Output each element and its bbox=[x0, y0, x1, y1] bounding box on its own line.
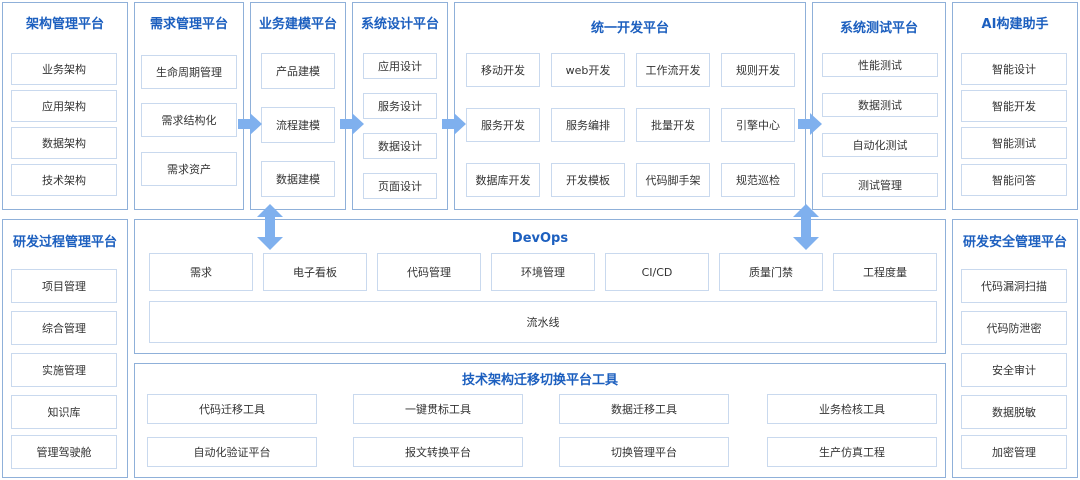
devops-item-code[interactable]: 代码管理 bbox=[377, 253, 481, 291]
biz-item-process[interactable]: 流程建模 bbox=[261, 107, 335, 143]
security-item-leak[interactable]: 代码防泄密 bbox=[961, 311, 1067, 345]
arch-item-business[interactable]: 业务架构 bbox=[11, 53, 117, 85]
arch-title: 架构管理平台 bbox=[25, 17, 104, 32]
test-title: 系统测试平台 bbox=[839, 21, 918, 36]
ai-title: AI构建助手 bbox=[981, 17, 1049, 32]
devops-item-cicd[interactable]: CI/CD bbox=[605, 253, 709, 291]
devops-item-metrics[interactable]: 工程度量 bbox=[833, 253, 937, 291]
dev-item-template[interactable]: 开发模板 bbox=[551, 163, 625, 197]
arrow-right-icon bbox=[340, 113, 364, 135]
dev-item-service[interactable]: 服务开发 bbox=[466, 108, 540, 142]
arch-panel: 架构管理平台 业务架构 应用架构 数据架构 技术架构 bbox=[2, 2, 128, 210]
migration-item-switch[interactable]: 切换管理平台 bbox=[559, 437, 729, 467]
migration-item-code[interactable]: 代码迁移工具 bbox=[147, 394, 317, 424]
sysdesign-item-data[interactable]: 数据设计 bbox=[363, 133, 437, 159]
migration-item-simulation[interactable]: 生产仿真工程 bbox=[767, 437, 937, 467]
sysdesign-item-app[interactable]: 应用设计 bbox=[363, 53, 437, 79]
dev-item-orchestration[interactable]: 服务编排 bbox=[551, 108, 625, 142]
req-panel: 需求管理平台 生命周期管理 需求结构化 需求资产 bbox=[134, 2, 244, 210]
dev-item-mobile[interactable]: 移动开发 bbox=[466, 53, 540, 87]
arrow-right-icon bbox=[442, 113, 466, 135]
dev-title: 统一开发平台 bbox=[590, 21, 669, 36]
dev-item-rule[interactable]: 规则开发 bbox=[721, 53, 795, 87]
migration-item-data[interactable]: 数据迁移工具 bbox=[559, 394, 729, 424]
sysdesign-title: 系统设计平台 bbox=[360, 17, 439, 32]
security-title: 研发安全管理平台 bbox=[962, 235, 1067, 250]
arch-item-tech[interactable]: 技术架构 bbox=[11, 164, 117, 196]
migration-item-standard[interactable]: 一键贯标工具 bbox=[353, 394, 523, 424]
biz-panel: 业务建模平台 产品建模 流程建模 数据建模 bbox=[250, 2, 346, 210]
security-item-encryption[interactable]: 加密管理 bbox=[961, 435, 1067, 469]
dev-item-batch[interactable]: 批量开发 bbox=[636, 108, 710, 142]
double-arrow-vertical-icon bbox=[793, 204, 819, 250]
ai-item-design[interactable]: 智能设计 bbox=[961, 53, 1067, 85]
biz-item-product[interactable]: 产品建模 bbox=[261, 53, 335, 89]
process-panel: 研发过程管理平台 项目管理 综合管理 实施管理 知识库 管理驾驶舱 bbox=[2, 219, 128, 478]
arch-item-data[interactable]: 数据架构 bbox=[11, 127, 117, 159]
devops-pipeline[interactable]: 流水线 bbox=[149, 301, 937, 343]
double-arrow-vertical-icon bbox=[257, 204, 283, 250]
req-title: 需求管理平台 bbox=[149, 17, 228, 32]
process-item-general[interactable]: 综合管理 bbox=[11, 311, 117, 345]
biz-title: 业务建模平台 bbox=[258, 17, 337, 32]
sysdesign-item-page[interactable]: 页面设计 bbox=[363, 173, 437, 199]
devops-item-kanban[interactable]: 电子看板 bbox=[263, 253, 367, 291]
req-item-lifecycle[interactable]: 生命周期管理 bbox=[141, 55, 237, 89]
dev-item-workflow[interactable]: 工作流开发 bbox=[636, 53, 710, 87]
arrow-right-icon bbox=[798, 113, 822, 135]
devops-item-environment[interactable]: 环境管理 bbox=[491, 253, 595, 291]
dev-item-engine[interactable]: 引擎中心 bbox=[721, 108, 795, 142]
security-item-masking[interactable]: 数据脱敏 bbox=[961, 395, 1067, 429]
migration-panel: 技术架构迁移切换平台工具 代码迁移工具 一键贯标工具 数据迁移工具 业务检核工具… bbox=[134, 363, 946, 478]
biz-item-data[interactable]: 数据建模 bbox=[261, 161, 335, 197]
req-item-assets[interactable]: 需求资产 bbox=[141, 152, 237, 186]
dev-item-inspection[interactable]: 规范巡检 bbox=[721, 163, 795, 197]
arch-item-application[interactable]: 应用架构 bbox=[11, 90, 117, 122]
process-title: 研发过程管理平台 bbox=[12, 235, 117, 250]
process-item-knowledge[interactable]: 知识库 bbox=[11, 395, 117, 429]
migration-item-message[interactable]: 报文转换平台 bbox=[353, 437, 523, 467]
migration-title: 技术架构迁移切换平台工具 bbox=[461, 373, 618, 388]
ai-item-test[interactable]: 智能测试 bbox=[961, 127, 1067, 159]
process-item-project[interactable]: 项目管理 bbox=[11, 269, 117, 303]
sysdesign-panel: 系统设计平台 应用设计 服务设计 数据设计 页面设计 bbox=[352, 2, 448, 210]
arrow-right-icon bbox=[238, 113, 262, 135]
req-item-structure[interactable]: 需求结构化 bbox=[141, 103, 237, 137]
devops-title: DevOps bbox=[511, 231, 569, 246]
test-item-data[interactable]: 数据测试 bbox=[822, 93, 938, 117]
security-panel: 研发安全管理平台 代码漏洞扫描 代码防泄密 安全审计 数据脱敏 加密管理 bbox=[952, 219, 1078, 478]
test-item-management[interactable]: 测试管理 bbox=[822, 173, 938, 197]
test-panel: 系统测试平台 性能测试 数据测试 自动化测试 测试管理 bbox=[812, 2, 946, 210]
test-item-performance[interactable]: 性能测试 bbox=[822, 53, 938, 77]
sysdesign-item-service[interactable]: 服务设计 bbox=[363, 93, 437, 119]
process-item-implementation[interactable]: 实施管理 bbox=[11, 353, 117, 387]
migration-item-verification[interactable]: 自动化验证平台 bbox=[147, 437, 317, 467]
devops-item-requirement[interactable]: 需求 bbox=[149, 253, 253, 291]
ai-item-dev[interactable]: 智能开发 bbox=[961, 90, 1067, 122]
process-item-cockpit[interactable]: 管理驾驶舱 bbox=[11, 435, 117, 469]
dev-panel: 统一开发平台 移动开发 web开发 工作流开发 规则开发 服务开发 服务编排 批… bbox=[454, 2, 806, 210]
test-item-automation[interactable]: 自动化测试 bbox=[822, 133, 938, 157]
ai-panel: AI构建助手 智能设计 智能开发 智能测试 智能问答 bbox=[952, 2, 1078, 210]
dev-item-web[interactable]: web开发 bbox=[551, 53, 625, 87]
security-item-audit[interactable]: 安全审计 bbox=[961, 353, 1067, 387]
devops-panel: DevOps 需求 电子看板 代码管理 环境管理 CI/CD 质量门禁 工程度量… bbox=[134, 219, 946, 354]
dev-item-database[interactable]: 数据库开发 bbox=[466, 163, 540, 197]
migration-item-check[interactable]: 业务检核工具 bbox=[767, 394, 937, 424]
security-item-scan[interactable]: 代码漏洞扫描 bbox=[961, 269, 1067, 303]
devops-item-quality-gate[interactable]: 质量门禁 bbox=[719, 253, 823, 291]
ai-item-qa[interactable]: 智能问答 bbox=[961, 164, 1067, 196]
dev-item-scaffold[interactable]: 代码脚手架 bbox=[636, 163, 710, 197]
